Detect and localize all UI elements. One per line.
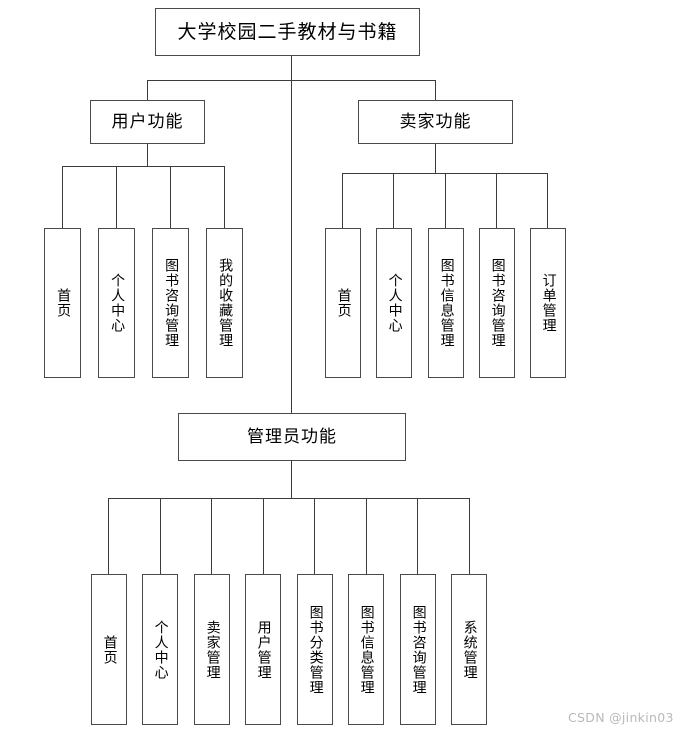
connector-seller-stem — [435, 144, 436, 173]
node-leaf-admin-1-label: 个人中心 — [152, 619, 169, 680]
connector-user-bus — [62, 166, 224, 167]
node-leaf-admin-0[interactable]: 首页 — [91, 574, 127, 725]
node-leaf-admin-7[interactable]: 系统管理 — [451, 574, 487, 725]
connector-root-stem — [291, 56, 292, 80]
node-leaf-seller-4[interactable]: 订单管理 — [530, 228, 566, 378]
node-leaf-seller-3[interactable]: 图书咨询管理 — [479, 228, 515, 378]
node-leaf-seller-2-label: 图书信息管理 — [438, 258, 455, 348]
connector-admin-bus — [108, 498, 469, 499]
node-leaf-seller-3-label: 图书咨询管理 — [489, 258, 506, 348]
connector-admin-drop-4 — [314, 498, 315, 574]
connector-user-drop-2 — [170, 166, 171, 228]
node-leaf-admin-4-label: 图书分类管理 — [307, 604, 324, 695]
watermark-text: CSDN @jinkin03 — [568, 710, 674, 725]
node-leaf-admin-5[interactable]: 图书信息管理 — [348, 574, 384, 725]
connector-admin-drop-2 — [211, 498, 212, 574]
node-leaf-seller-4-label: 订单管理 — [540, 273, 557, 333]
node-branch-seller-label: 卖家功能 — [399, 111, 472, 132]
connector-seller-drop-3 — [496, 173, 497, 228]
node-leaf-user-2[interactable]: 图书咨询管理 — [152, 228, 189, 378]
connector-seller-drop-2 — [445, 173, 446, 228]
connector-drop-user — [147, 80, 148, 100]
node-branch-admin-label: 管理员功能 — [247, 426, 337, 447]
node-leaf-seller-1[interactable]: 个人中心 — [376, 228, 412, 378]
node-leaf-user-3-label: 我的收藏管理 — [217, 258, 234, 348]
connector-user-drop-3 — [224, 166, 225, 228]
connector-admin-drop-6 — [417, 498, 418, 574]
node-leaf-user-0-label: 首页 — [55, 288, 72, 318]
node-leaf-admin-4[interactable]: 图书分类管理 — [297, 574, 333, 725]
node-leaf-seller-1-label: 个人中心 — [386, 273, 403, 333]
connector-user-drop-1 — [116, 166, 117, 228]
connector-spine-admin — [291, 80, 292, 413]
node-leaf-seller-0[interactable]: 首页 — [325, 228, 361, 378]
connector-admin-drop-1 — [160, 498, 161, 574]
connector-admin-stem — [291, 461, 292, 498]
node-branch-user-label: 用户功能 — [111, 111, 184, 132]
node-leaf-admin-7-label: 系统管理 — [461, 619, 478, 680]
node-branch-admin[interactable]: 管理员功能 — [178, 413, 406, 461]
connector-seller-drop-4 — [547, 173, 548, 228]
connector-admin-drop-0 — [108, 498, 109, 574]
node-leaf-user-0[interactable]: 首页 — [44, 228, 81, 378]
node-leaf-admin-2[interactable]: 卖家管理 — [194, 574, 230, 725]
node-leaf-admin-0-label: 首页 — [101, 634, 118, 665]
node-leaf-user-1-label: 个人中心 — [109, 273, 126, 333]
node-root-label: 大学校园二手教材与书籍 — [177, 20, 398, 43]
node-root[interactable]: 大学校园二手教材与书籍 — [155, 8, 420, 56]
connector-admin-drop-3 — [263, 498, 264, 574]
node-leaf-admin-5-label: 图书信息管理 — [358, 604, 375, 695]
connector-drop-seller — [435, 80, 436, 100]
node-branch-seller[interactable]: 卖家功能 — [358, 100, 513, 144]
node-leaf-admin-6-label: 图书咨询管理 — [410, 604, 427, 695]
node-leaf-admin-2-label: 卖家管理 — [204, 619, 221, 680]
node-leaf-seller-2[interactable]: 图书信息管理 — [428, 228, 464, 378]
node-leaf-admin-6[interactable]: 图书咨询管理 — [400, 574, 436, 725]
node-leaf-user-3[interactable]: 我的收藏管理 — [206, 228, 243, 378]
connector-user-stem — [147, 144, 148, 166]
connector-admin-drop-5 — [366, 498, 367, 574]
connector-user-drop-0 — [62, 166, 63, 228]
connector-seller-drop-0 — [342, 173, 343, 228]
node-branch-user[interactable]: 用户功能 — [90, 100, 205, 144]
connector-seller-drop-1 — [393, 173, 394, 228]
node-leaf-seller-0-label: 首页 — [335, 288, 352, 318]
node-leaf-admin-1[interactable]: 个人中心 — [142, 574, 178, 725]
node-leaf-admin-3[interactable]: 用户管理 — [245, 574, 281, 725]
node-leaf-admin-3-label: 用户管理 — [255, 619, 272, 680]
connector-admin-drop-7 — [469, 498, 470, 574]
node-leaf-user-2-label: 图书咨询管理 — [163, 258, 180, 348]
node-leaf-user-1[interactable]: 个人中心 — [98, 228, 135, 378]
